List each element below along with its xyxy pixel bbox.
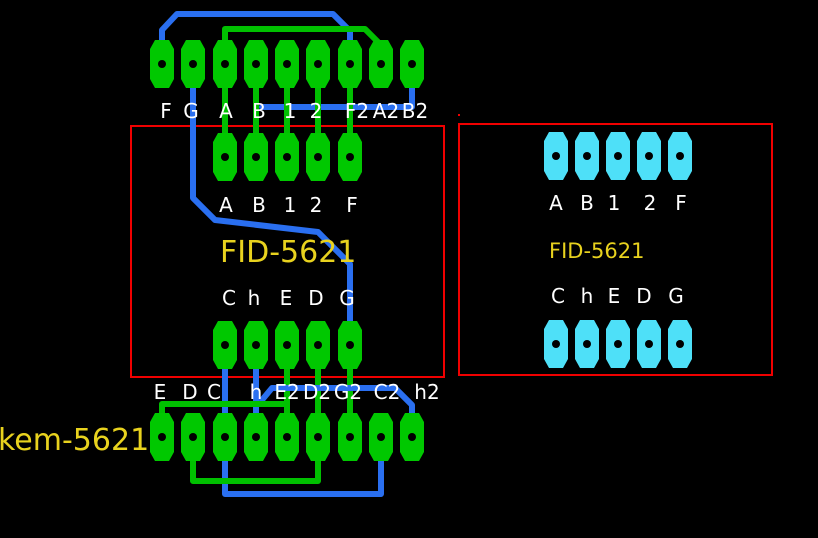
pad-hole <box>252 433 260 441</box>
pin-label: G <box>339 286 355 310</box>
pin-label: D <box>636 284 651 308</box>
pad-hole <box>552 152 560 160</box>
pad-hole <box>314 433 322 441</box>
pad-hole <box>552 340 560 348</box>
trace-blue <box>190 61 353 348</box>
pad-hole <box>314 153 322 161</box>
pin-label: F <box>346 193 358 217</box>
pin-label: C <box>551 284 565 308</box>
pin-label: h <box>581 284 594 308</box>
adapter-part-name: kem-5621 <box>0 423 149 458</box>
pin-label: 1 <box>608 191 621 215</box>
pin-label: F2 <box>345 99 369 123</box>
pin-label: B2 <box>402 99 428 123</box>
pin-label: D <box>182 380 197 404</box>
pin-label: 2 <box>310 193 323 217</box>
pad-hole <box>676 152 684 160</box>
pad-hole <box>408 433 416 441</box>
pin-label: 1 <box>284 99 297 123</box>
pad-hole <box>614 152 622 160</box>
pin-label: E <box>608 284 621 308</box>
pad-hole <box>377 60 385 68</box>
pin-label: 1 <box>284 193 297 217</box>
left-display-part-name: FID-5621 <box>220 235 356 270</box>
pin-label: h2 <box>414 380 439 404</box>
pad-hole <box>221 341 229 349</box>
pin-label: h <box>250 380 263 404</box>
pin-label: F <box>160 99 172 123</box>
pin-label: C <box>222 286 236 310</box>
pad-hole <box>676 340 684 348</box>
pad-hole <box>221 433 229 441</box>
pin-label: F <box>675 191 687 215</box>
pad-hole <box>645 340 653 348</box>
right-display-outline <box>458 123 773 376</box>
origin-marker <box>458 114 460 116</box>
pad-hole <box>314 341 322 349</box>
pin-label: 2 <box>310 99 323 123</box>
pad-hole <box>283 60 291 68</box>
pin-label: G <box>183 99 199 123</box>
pad-hole <box>189 433 197 441</box>
pin-label: E <box>154 380 167 404</box>
pad-hole <box>283 341 291 349</box>
pin-label: E <box>280 286 293 310</box>
pad-hole <box>346 60 354 68</box>
pin-label: C <box>207 380 221 404</box>
pin-label: A <box>549 191 563 215</box>
pad-hole <box>158 60 166 68</box>
pad-hole <box>252 60 260 68</box>
pad-hole <box>252 341 260 349</box>
pin-label: B <box>580 191 594 215</box>
pin-label: A <box>219 193 233 217</box>
pin-label: A <box>219 99 233 123</box>
pad-hole <box>314 60 322 68</box>
pad-hole <box>377 433 385 441</box>
pin-label: 2 <box>644 191 657 215</box>
pin-label: E2 <box>274 380 299 404</box>
pad-hole <box>221 60 229 68</box>
pin-label: G2 <box>334 380 362 404</box>
pad-hole <box>583 152 591 160</box>
right-display-part-name: FID-5621 <box>549 239 644 263</box>
pin-label: B <box>252 99 266 123</box>
pad-hole <box>283 153 291 161</box>
pad-hole <box>614 340 622 348</box>
pad-hole <box>346 433 354 441</box>
pad-hole <box>283 433 291 441</box>
pin-label: D2 <box>303 380 331 404</box>
pad-hole <box>252 153 260 161</box>
pin-label: G <box>668 284 684 308</box>
pad-hole <box>189 60 197 68</box>
pin-label: B <box>252 193 266 217</box>
pin-label: C2 <box>374 380 401 404</box>
pad-hole <box>346 341 354 349</box>
pin-label: h <box>248 286 261 310</box>
pad-hole <box>408 60 416 68</box>
pin-label: D <box>308 286 323 310</box>
trace-blue <box>159 11 353 67</box>
pads <box>150 40 692 461</box>
pad-hole <box>158 433 166 441</box>
pad-hole <box>346 153 354 161</box>
pin-label: A2 <box>373 99 399 123</box>
pad-hole <box>645 152 653 160</box>
pad-hole <box>221 153 229 161</box>
pad-hole <box>583 340 591 348</box>
